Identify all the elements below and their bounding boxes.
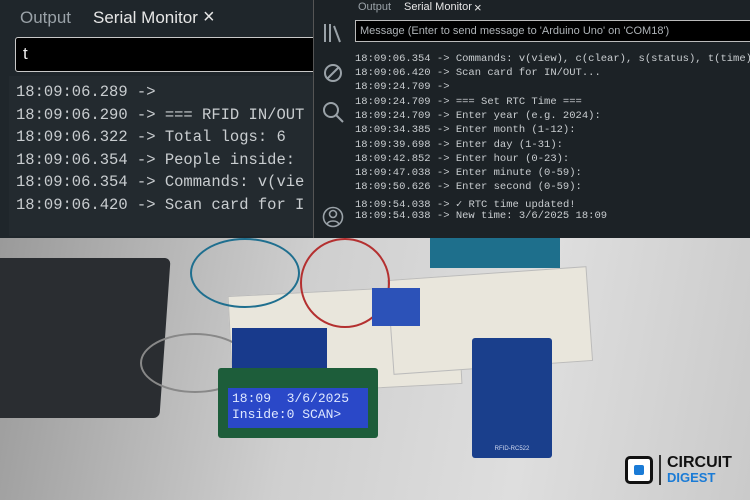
log-line: 18:09:34.385 -> Enter month (1-12): xyxy=(355,124,576,136)
sidebar xyxy=(314,0,352,238)
log-line: 18:09:50.626 -> Enter second (0-59): xyxy=(355,181,582,193)
log-line: 18:09:06.354 -> Commands: v(view), c(cle… xyxy=(355,53,750,65)
log-line: 18:09:54.038 -> ✓ RTC time updated! xyxy=(355,199,576,211)
tab-serial-monitor[interactable]: Serial Monitor xyxy=(93,8,198,27)
rfid-reader: RFID-RC522 xyxy=(472,338,552,458)
lcd-line-2: Inside:0 SCAN> xyxy=(232,407,342,422)
log-line: 18:09:06.354 -> People inside: xyxy=(16,151,296,169)
message-input[interactable]: t xyxy=(15,37,313,72)
laptop xyxy=(0,258,171,418)
log-line: 18:09:06.322 -> Total logs: 6 xyxy=(16,128,286,146)
log-line: 18:09:24.709 -> xyxy=(355,81,450,93)
library-icon[interactable] xyxy=(322,22,344,44)
logo-text-2: DIGEST xyxy=(667,470,716,485)
tab-serial-monitor[interactable]: Serial Monitor xyxy=(404,1,472,13)
circuit-digest-logo: CIRCUIT DIGEST xyxy=(625,455,732,485)
serial-monitor-zoomed: Output Serial Monitor × t 18:09:06.289 -… xyxy=(0,0,313,238)
serial-log: 18:09:06.289 -> 18:09:06.290 -> === RFID… xyxy=(9,76,313,236)
i2c-module xyxy=(232,328,327,368)
log-line: 18:09:47.038 -> Enter minute (0-59): xyxy=(355,167,582,179)
serial-monitor: Output Serial Monitor × Message (Enter t… xyxy=(313,0,750,238)
search-icon[interactable] xyxy=(322,101,344,123)
close-icon[interactable]: × xyxy=(474,0,482,15)
message-input[interactable]: Message (Enter to send message to 'Ardui… xyxy=(355,20,750,42)
log-line: 18:09:54.038 -> New time: 3/6/2025 18:09 xyxy=(355,210,608,222)
lcd-line-1: 18:09 3/6/2025 xyxy=(232,391,350,406)
arduino-board xyxy=(430,238,560,268)
log-line: 18:09:39.698 -> Enter day (1-31): xyxy=(355,139,563,151)
log-line: 18:09:06.420 -> Scan card for I xyxy=(16,196,305,214)
wire xyxy=(300,238,390,328)
rtc-module xyxy=(372,288,420,326)
rfid-label: RFID-RC522 xyxy=(494,446,530,452)
log-line: 18:09:06.290 -> === RFID IN/OUT xyxy=(16,106,305,124)
close-icon[interactable]: × xyxy=(203,6,215,28)
logo-text-1: CIRCUIT xyxy=(667,454,732,471)
chip-icon xyxy=(625,456,653,484)
log-line: 18:09:24.709 -> === Set RTC Time === xyxy=(355,96,582,108)
log-line: 18:09:24.709 -> Enter year (e.g. 2024): xyxy=(355,110,601,122)
log-line: 18:09:06.420 -> Scan card for IN/OUT... xyxy=(355,67,601,79)
account-icon[interactable] xyxy=(322,206,344,228)
log-line: 18:09:06.354 -> Commands: v(vie xyxy=(16,173,305,191)
tab-output[interactable]: Output xyxy=(20,8,72,27)
log-line: 18:09:42.852 -> Enter hour (0-23): xyxy=(355,153,570,165)
log-line: 18:09:06.289 -> xyxy=(16,83,156,101)
tab-output[interactable]: Output xyxy=(358,1,392,13)
debug-icon[interactable] xyxy=(322,62,344,84)
wire xyxy=(190,238,300,308)
